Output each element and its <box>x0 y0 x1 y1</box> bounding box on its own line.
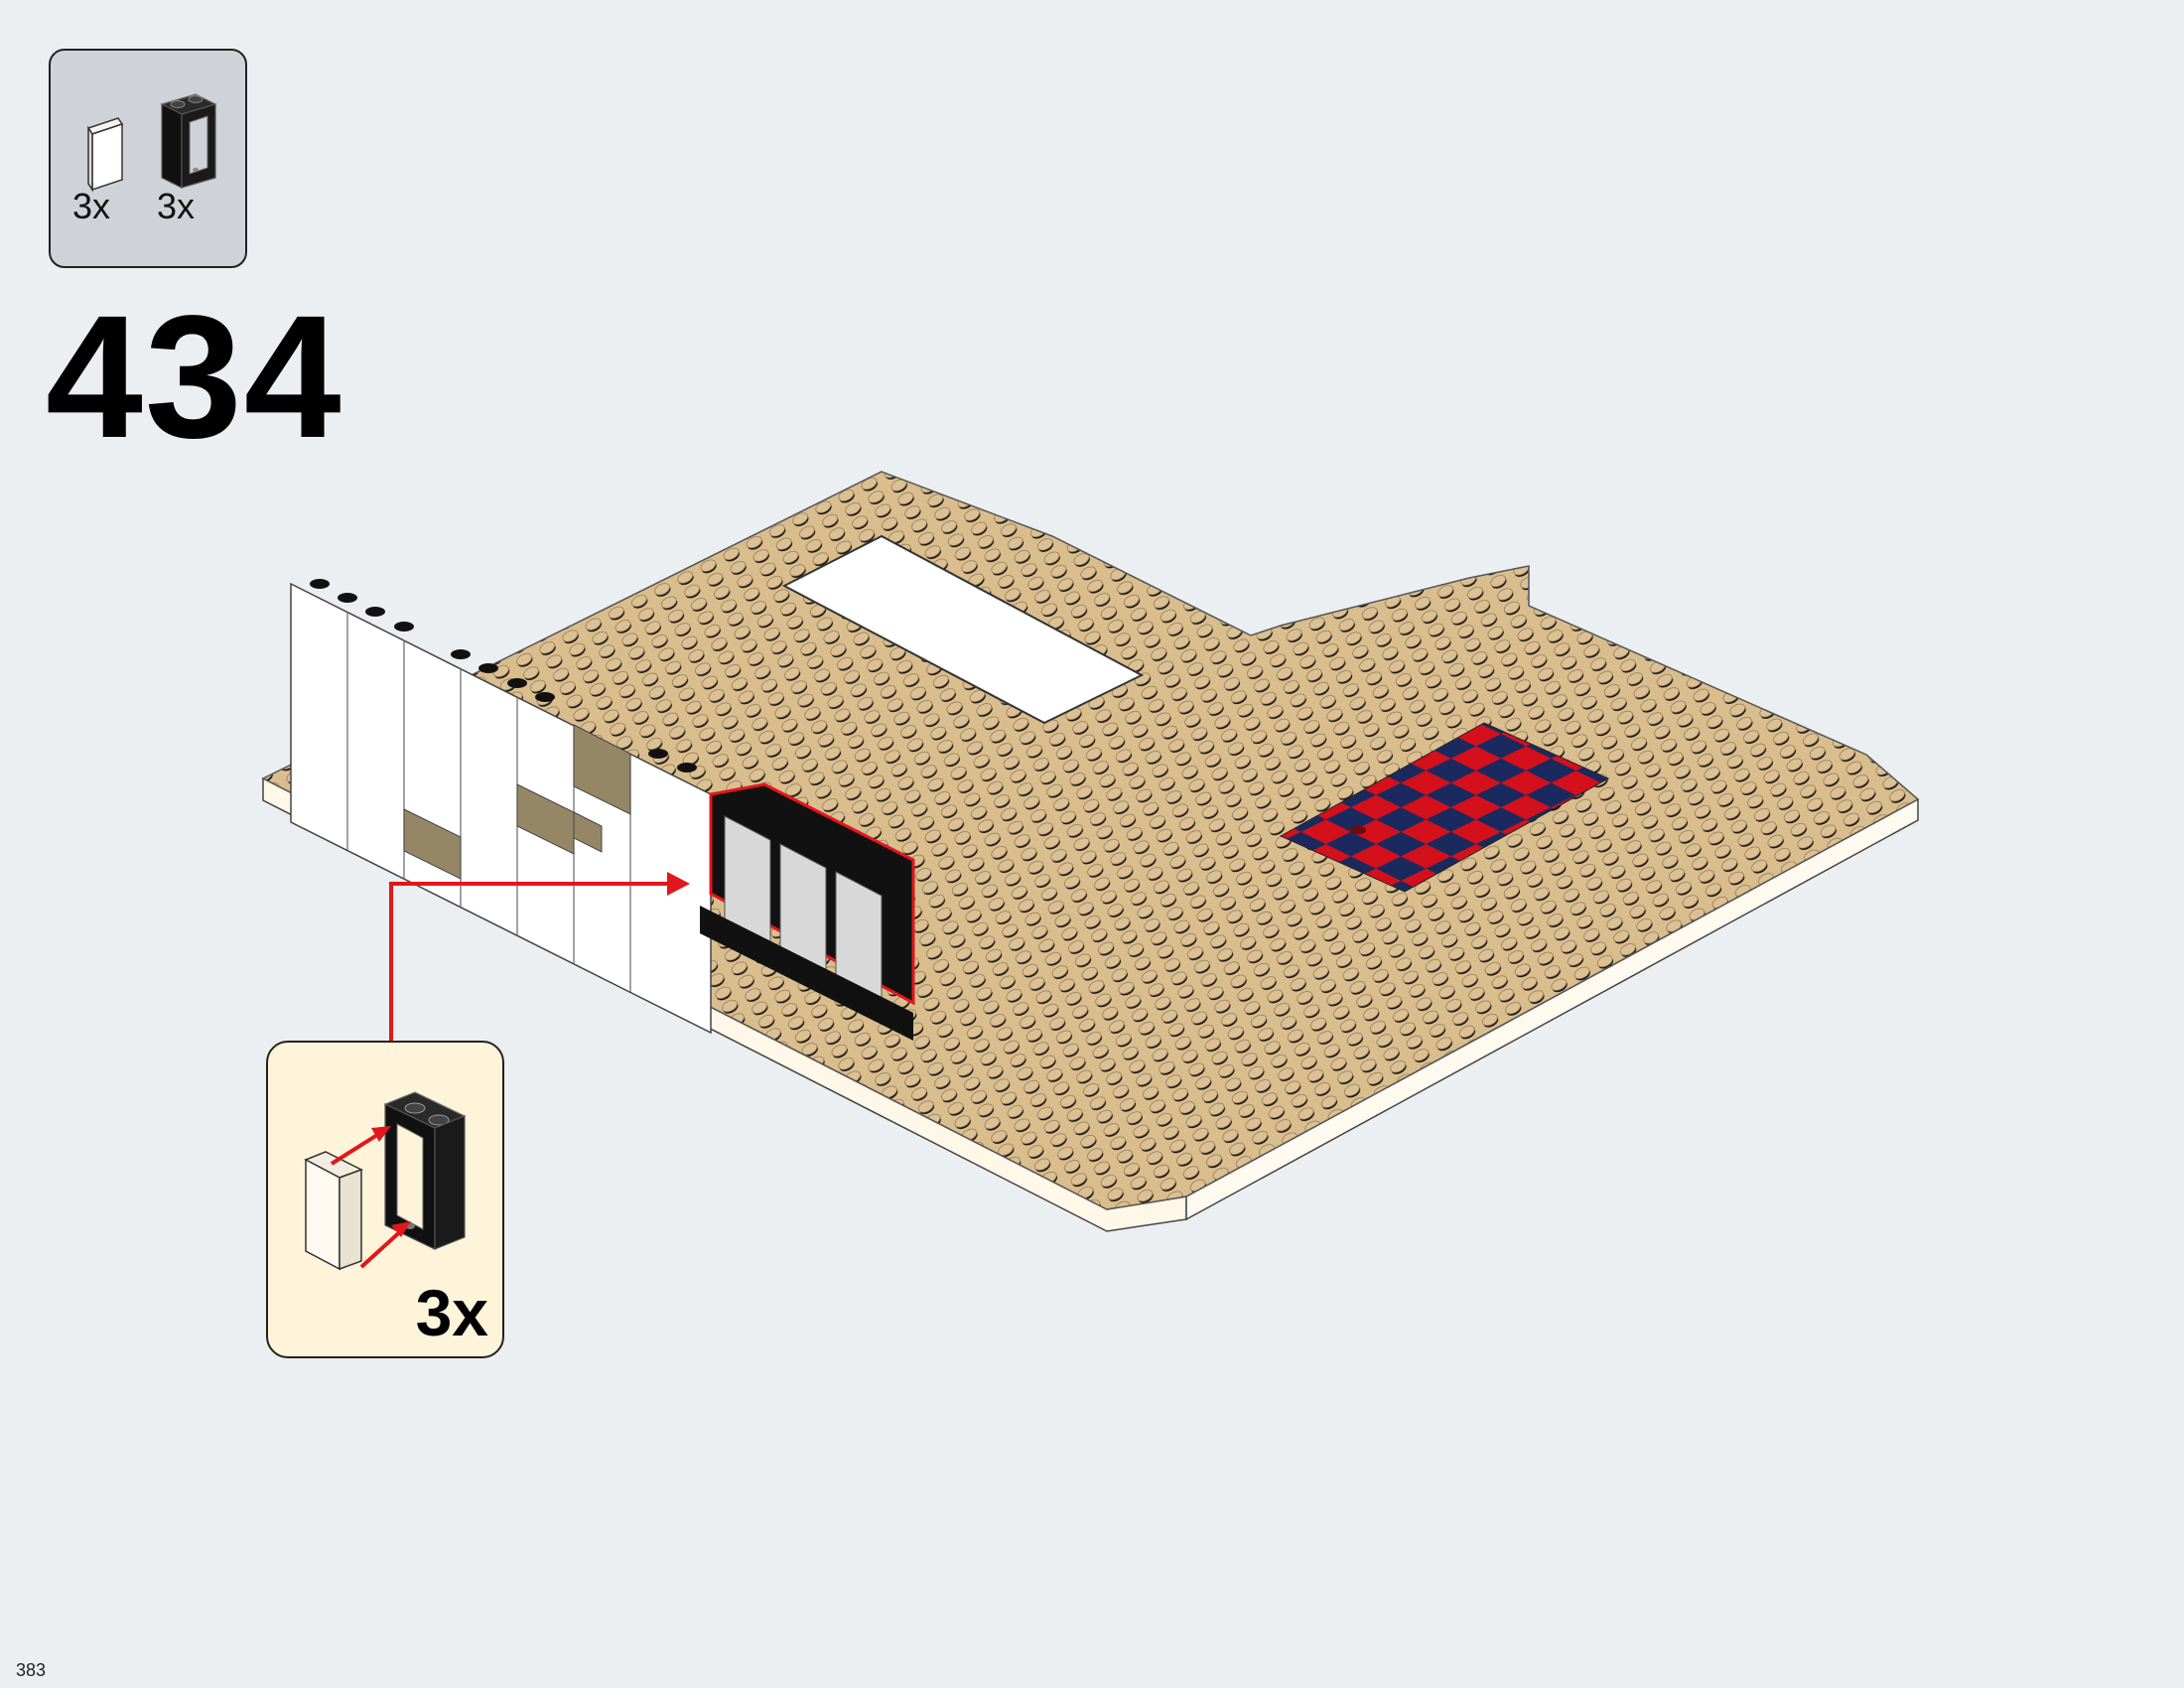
glass-into-window-frame-icon <box>304 1091 467 1271</box>
sub-assembly-count: 3x <box>415 1276 488 1349</box>
step-number: 434 <box>46 280 343 475</box>
installation-arrow <box>389 872 690 1043</box>
part-count-glass-pane: 3x <box>72 186 111 226</box>
black-window-frame-icon <box>160 93 217 189</box>
checker-floor-tiles <box>1279 722 1610 893</box>
parts-list-callout: 3x 3x <box>49 49 247 268</box>
part-count-window-frame: 3x <box>157 186 196 226</box>
transparent-glass-pane-icon <box>86 117 124 193</box>
installed-window-frames <box>700 782 915 1041</box>
baseplate <box>261 471 1920 1232</box>
tan-stud-surface <box>261 471 1920 1210</box>
checker-floor-stud <box>1350 825 1366 835</box>
sub-assembly-art <box>304 1091 467 1271</box>
page-number: 383 <box>16 1660 47 1680</box>
parts-list-art <box>86 93 217 193</box>
plate-opening <box>781 534 1145 725</box>
sub-assembly-callout: 3x <box>266 1041 504 1358</box>
white-brick-wall <box>290 579 712 1035</box>
